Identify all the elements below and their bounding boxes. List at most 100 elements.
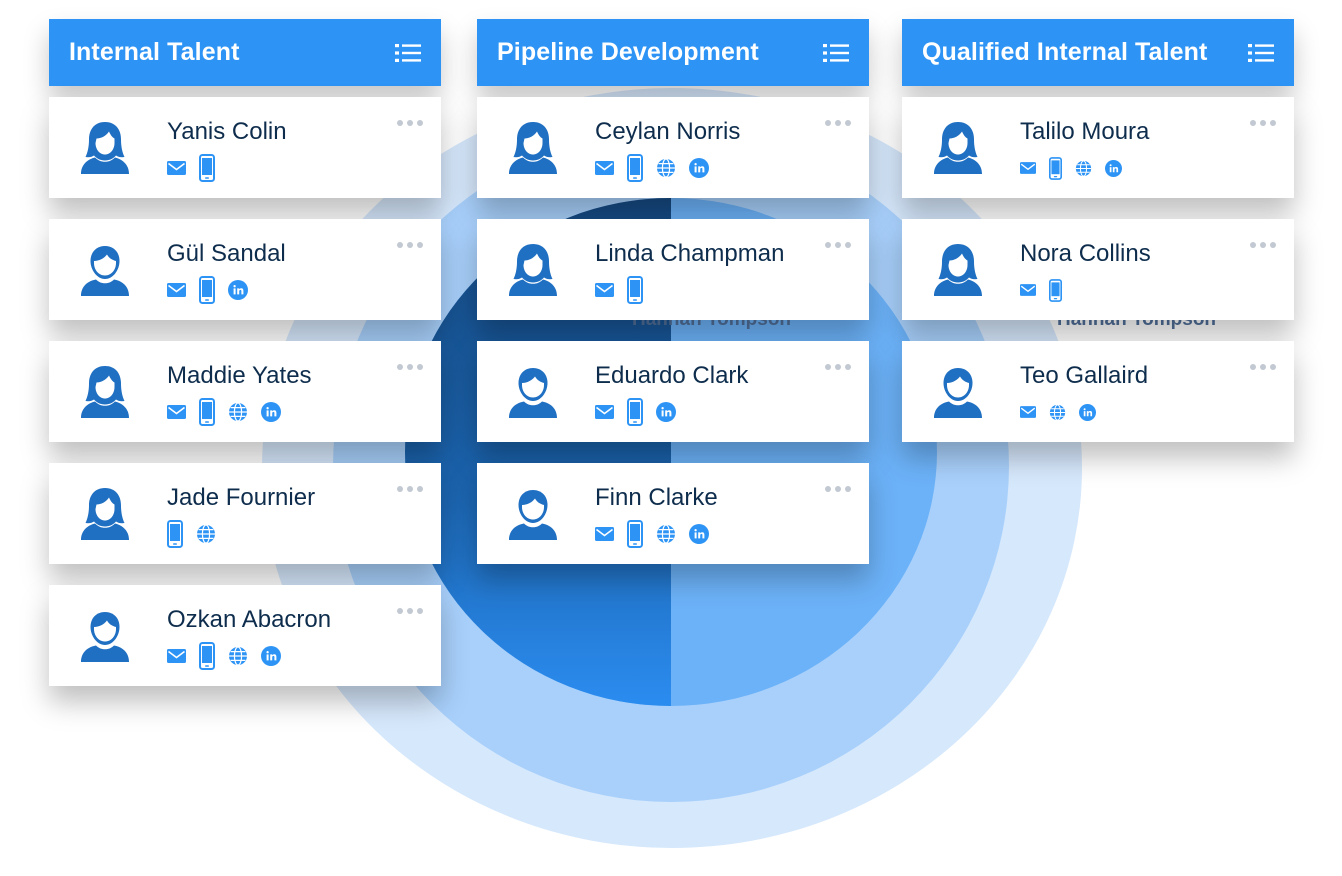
candidate-card[interactable]: Teo Gallaird bbox=[902, 341, 1294, 442]
mail-icon[interactable] bbox=[167, 283, 186, 297]
list-icon[interactable] bbox=[395, 42, 421, 64]
candidate-card[interactable]: Talilo Moura bbox=[902, 97, 1294, 198]
female-avatar-icon bbox=[507, 242, 559, 296]
linkedin-icon[interactable] bbox=[689, 158, 709, 178]
candidate-name: Eduardo Clark bbox=[595, 362, 749, 389]
linkedin-icon[interactable] bbox=[261, 402, 281, 422]
candidate-name: Finn Clarke bbox=[595, 484, 718, 511]
male-avatar-icon bbox=[79, 608, 131, 662]
column-qualified-internal-talent: Qualified Internal Talent Talilo Moura N… bbox=[902, 19, 1294, 442]
candidate-card[interactable]: Eduardo Clark bbox=[477, 341, 869, 442]
mobile-phone-icon[interactable] bbox=[1049, 156, 1062, 180]
column-title: Internal Talent bbox=[69, 38, 240, 66]
globe-icon[interactable] bbox=[1049, 403, 1066, 421]
candidate-card[interactable]: Ceylan Norris bbox=[477, 97, 869, 198]
female-avatar-icon bbox=[79, 364, 131, 418]
column-internal-talent: Internal Talent Yanis Colin Gül Sandal M… bbox=[49, 19, 441, 686]
candidate-card[interactable]: Gül Sandal bbox=[49, 219, 441, 320]
mobile-phone-icon[interactable] bbox=[627, 154, 643, 182]
candidate-name: Nora Collins bbox=[1020, 240, 1151, 267]
contact-icons bbox=[167, 397, 281, 427]
column-header: Pipeline Development bbox=[477, 19, 869, 86]
candidate-card[interactable]: Finn Clarke bbox=[477, 463, 869, 564]
contact-icons bbox=[167, 519, 216, 549]
contact-icons bbox=[1020, 397, 1096, 427]
more-options-icon[interactable] bbox=[397, 120, 423, 126]
globe-icon[interactable] bbox=[656, 524, 676, 544]
mobile-phone-icon[interactable] bbox=[167, 520, 183, 548]
female-avatar-icon bbox=[79, 120, 131, 174]
mail-icon[interactable] bbox=[1020, 284, 1036, 296]
list-icon[interactable] bbox=[823, 42, 849, 64]
contact-icons bbox=[167, 275, 248, 305]
candidate-name: Linda Champman bbox=[595, 240, 785, 267]
mobile-phone-icon[interactable] bbox=[1049, 278, 1062, 302]
more-options-icon[interactable] bbox=[397, 242, 423, 248]
column-title: Pipeline Development bbox=[497, 38, 759, 66]
candidate-name: Talilo Moura bbox=[1020, 118, 1150, 145]
mobile-phone-icon[interactable] bbox=[199, 276, 215, 304]
linkedin-icon[interactable] bbox=[228, 280, 248, 300]
mail-icon[interactable] bbox=[167, 405, 186, 419]
globe-icon[interactable] bbox=[1075, 159, 1092, 177]
candidate-card[interactable]: Jade Fournier bbox=[49, 463, 441, 564]
more-options-icon[interactable] bbox=[397, 608, 423, 614]
globe-icon[interactable] bbox=[228, 646, 248, 666]
more-options-icon[interactable] bbox=[825, 486, 851, 492]
globe-icon[interactable] bbox=[228, 402, 248, 422]
more-options-icon[interactable] bbox=[1250, 242, 1276, 248]
linkedin-icon[interactable] bbox=[1105, 159, 1122, 177]
more-options-icon[interactable] bbox=[1250, 364, 1276, 370]
female-avatar-icon bbox=[932, 242, 984, 296]
male-avatar-icon bbox=[507, 364, 559, 418]
mobile-phone-icon[interactable] bbox=[627, 520, 643, 548]
more-options-icon[interactable] bbox=[825, 364, 851, 370]
mobile-phone-icon[interactable] bbox=[199, 154, 215, 182]
candidate-card[interactable]: Linda Champman bbox=[477, 219, 869, 320]
candidate-name: Maddie Yates bbox=[167, 362, 312, 389]
female-avatar-icon bbox=[79, 486, 131, 540]
candidate-card[interactable]: Maddie Yates bbox=[49, 341, 441, 442]
linkedin-icon[interactable] bbox=[261, 646, 281, 666]
mail-icon[interactable] bbox=[167, 161, 186, 175]
mail-icon[interactable] bbox=[595, 527, 614, 541]
contact-icons bbox=[1020, 275, 1062, 305]
mobile-phone-icon[interactable] bbox=[199, 642, 215, 670]
linkedin-icon[interactable] bbox=[689, 524, 709, 544]
candidate-name: Ceylan Norris bbox=[595, 118, 741, 145]
contact-icons bbox=[1020, 153, 1122, 183]
mail-icon[interactable] bbox=[167, 649, 186, 663]
more-options-icon[interactable] bbox=[397, 486, 423, 492]
mail-icon[interactable] bbox=[595, 283, 614, 297]
more-options-icon[interactable] bbox=[825, 120, 851, 126]
mobile-phone-icon[interactable] bbox=[627, 398, 643, 426]
globe-icon[interactable] bbox=[196, 524, 216, 544]
male-avatar-icon bbox=[79, 242, 131, 296]
candidate-card[interactable]: Yanis Colin bbox=[49, 97, 441, 198]
mobile-phone-icon[interactable] bbox=[199, 398, 215, 426]
more-options-icon[interactable] bbox=[397, 364, 423, 370]
list-icon[interactable] bbox=[1248, 42, 1274, 64]
more-options-icon[interactable] bbox=[825, 242, 851, 248]
candidate-name: Jade Fournier bbox=[167, 484, 316, 511]
male-avatar-icon bbox=[932, 364, 984, 418]
female-avatar-icon bbox=[507, 120, 559, 174]
mail-icon[interactable] bbox=[1020, 406, 1036, 418]
mobile-phone-icon[interactable] bbox=[627, 276, 643, 304]
column-header: Qualified Internal Talent bbox=[902, 19, 1294, 86]
candidate-name: Ozkan Abacron bbox=[167, 606, 332, 633]
mail-icon[interactable] bbox=[1020, 162, 1036, 174]
mail-icon[interactable] bbox=[595, 161, 614, 175]
contact-icons bbox=[167, 641, 281, 671]
linkedin-icon[interactable] bbox=[1079, 403, 1096, 421]
candidate-card[interactable]: Nora Collins bbox=[902, 219, 1294, 320]
more-options-icon[interactable] bbox=[1250, 120, 1276, 126]
linkedin-icon[interactable] bbox=[656, 402, 676, 422]
candidate-card[interactable]: Ozkan Abacron bbox=[49, 585, 441, 686]
globe-icon[interactable] bbox=[656, 158, 676, 178]
male-avatar-icon bbox=[507, 486, 559, 540]
mail-icon[interactable] bbox=[595, 405, 614, 419]
candidate-name: Teo Gallaird bbox=[1020, 362, 1149, 389]
female-avatar-icon bbox=[932, 120, 984, 174]
column-header: Internal Talent bbox=[49, 19, 441, 86]
